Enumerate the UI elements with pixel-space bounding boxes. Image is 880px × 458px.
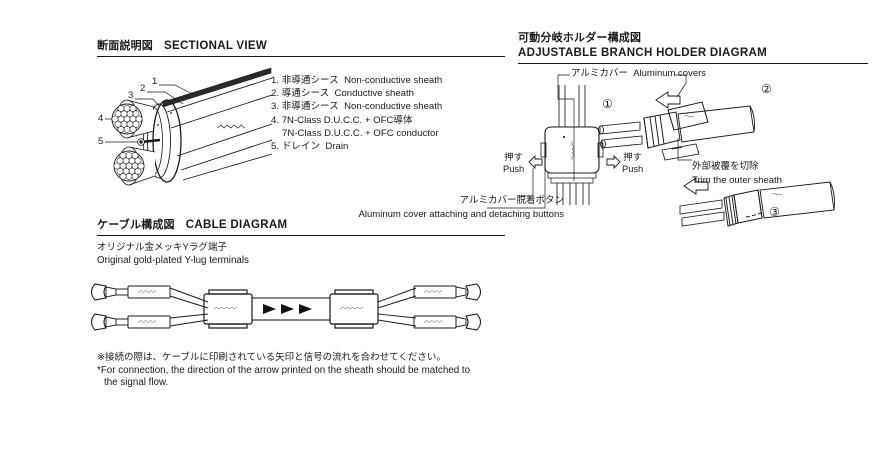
legend-item: 3. 非導通シース Non-conductive sheath (271, 100, 442, 113)
aluminum-cover-label-jp: アルミカバー (571, 68, 628, 79)
sectional-callout-4: 4 (98, 113, 104, 124)
push-arrow-left-icon (528, 154, 544, 170)
cable-diagram-title-en: CABLE DIAGRAM (185, 219, 288, 231)
detach-buttons-en: Aluminum cover attaching and detaching b… (358, 208, 564, 220)
connection-note: ※接続の際は、ケーブルに印刷されている矢印と信号の流れを合わせてください。 *F… (97, 352, 470, 390)
cable-diagram-header: ケーブル構成図 CABLE DIAGRAM (97, 219, 505, 236)
legend-item: 2. 導通シース Conductive sheath (271, 87, 442, 100)
push-label-left-en: Push (503, 163, 525, 174)
connection-note-jp: ※接続の際は、ケーブルに印刷されている矢印と信号の流れを合わせてください。 (97, 352, 446, 363)
sectional-view-illustration (97, 62, 273, 186)
trim-sheath-en: Trim the outer sheath (692, 174, 782, 186)
connection-note-en-line1: *For connection, the direction of the ar… (97, 364, 471, 376)
branch-holder-figure-step3 (679, 168, 870, 238)
trim-sheath-jp: 外部被覆を切除 (692, 161, 759, 172)
sectional-view-header: 断面説明図 SECTIONAL VIEW (97, 40, 505, 57)
sectional-view-legend: 1. 非導通シース Non-conductive sheath 2. 導通シース… (271, 74, 442, 153)
cable-diagram-title-jp: ケーブル構成図 (97, 219, 175, 231)
step-number-3: ③ (769, 205, 780, 219)
y-lug-label-jp: オリジナル金メッキYラグ端子 (97, 242, 227, 253)
legend-en: Drain (325, 141, 349, 153)
push-label-right-jp: 押す (623, 152, 642, 162)
legend-en: Conductive sheath (334, 88, 414, 100)
branch-holder-figure-step2 (598, 88, 780, 178)
sectional-view-title-en: SECTIONAL VIEW (164, 40, 268, 52)
branch-holder-header: 可動分岐ホルダー構成図 ADJUSTABLE BRANCH HOLDER DIA… (518, 32, 868, 64)
legend-jp: 7N-Class D.U.C.C. + OFC導体 (281, 114, 413, 126)
branch-holder-figure-step1 (515, 85, 635, 205)
legend-item: 5. ドレイン Drain (271, 140, 442, 153)
push-label-left-jp: 押す (504, 152, 523, 162)
sectional-callout-5: 5 (98, 136, 104, 147)
legend-item: 4. 7N-Class D.U.C.C. + OFC導体 7N-Class D.… (271, 114, 442, 140)
legend-jp: 導通シース (281, 88, 330, 100)
aluminum-cover-label-en: Aluminum covers (633, 68, 707, 79)
connection-note-en-line2: the signal flow. (104, 377, 169, 388)
y-lug-label-en: Original gold-plated Y-lug terminals (97, 254, 249, 266)
detach-buttons-jp: アルミカバー脱着ボタン (459, 195, 564, 206)
aluminum-cover-leader-lines (556, 71, 736, 181)
push-label-right: 押す Push (622, 152, 643, 175)
cable-diagram-divider (97, 235, 505, 236)
sectional-callout-1: 1 (152, 76, 158, 87)
branch-holder-title-jp: 可動分岐ホルダー構成図 (518, 32, 642, 44)
legend-number: 4. (271, 114, 280, 126)
sectional-view-divider (97, 56, 505, 57)
detach-buttons-leader-lines (487, 168, 547, 214)
push-label-right-en: Push (622, 163, 644, 174)
branch-holder-title-en: ADJUSTABLE BRANCH HOLDER DIAGRAM (518, 47, 767, 59)
push-arrow-right-icon (605, 154, 621, 170)
y-lug-label: オリジナル金メッキYラグ端子 Original gold-plated Y-lu… (97, 242, 249, 267)
step-number-1: ① (602, 97, 613, 111)
sectional-callout-2: 2 (140, 83, 146, 94)
legend-item: 1. 非導通シース Non-conductive sheath (271, 74, 442, 87)
legend-number: 5. (271, 141, 280, 153)
legend-sub: 7N-Class D.U.C.C. + OFC conductor (282, 127, 439, 139)
legend-en: Non-conductive sheath (344, 101, 443, 113)
sectional-callout-3: 3 (128, 90, 134, 101)
legend-jp: 非導通シース (281, 75, 339, 86)
legend-jp: ドレイン (281, 141, 321, 153)
step-number-2: ② (761, 82, 772, 96)
push-label-left: 押す Push (503, 152, 524, 175)
legend-number: 3. (271, 101, 280, 113)
cable-diagram-illustration (90, 276, 490, 342)
detach-buttons-callout: アルミカバー脱着ボタン Aluminum cover attaching and… (314, 194, 564, 221)
trim-sheath-callout: 外部被覆を切除 Trim the outer sheath (692, 160, 782, 187)
sectional-view-title-jp: 断面説明図 (97, 40, 153, 52)
legend-jp: 非導通シース (281, 101, 339, 113)
branch-holder-divider (518, 63, 868, 64)
legend-number: 2. (271, 88, 280, 100)
legend-en: Non-conductive sheath (344, 75, 443, 86)
legend-number: 1. (271, 75, 280, 86)
aluminum-cover-label: アルミカバー Aluminum covers (571, 68, 706, 81)
